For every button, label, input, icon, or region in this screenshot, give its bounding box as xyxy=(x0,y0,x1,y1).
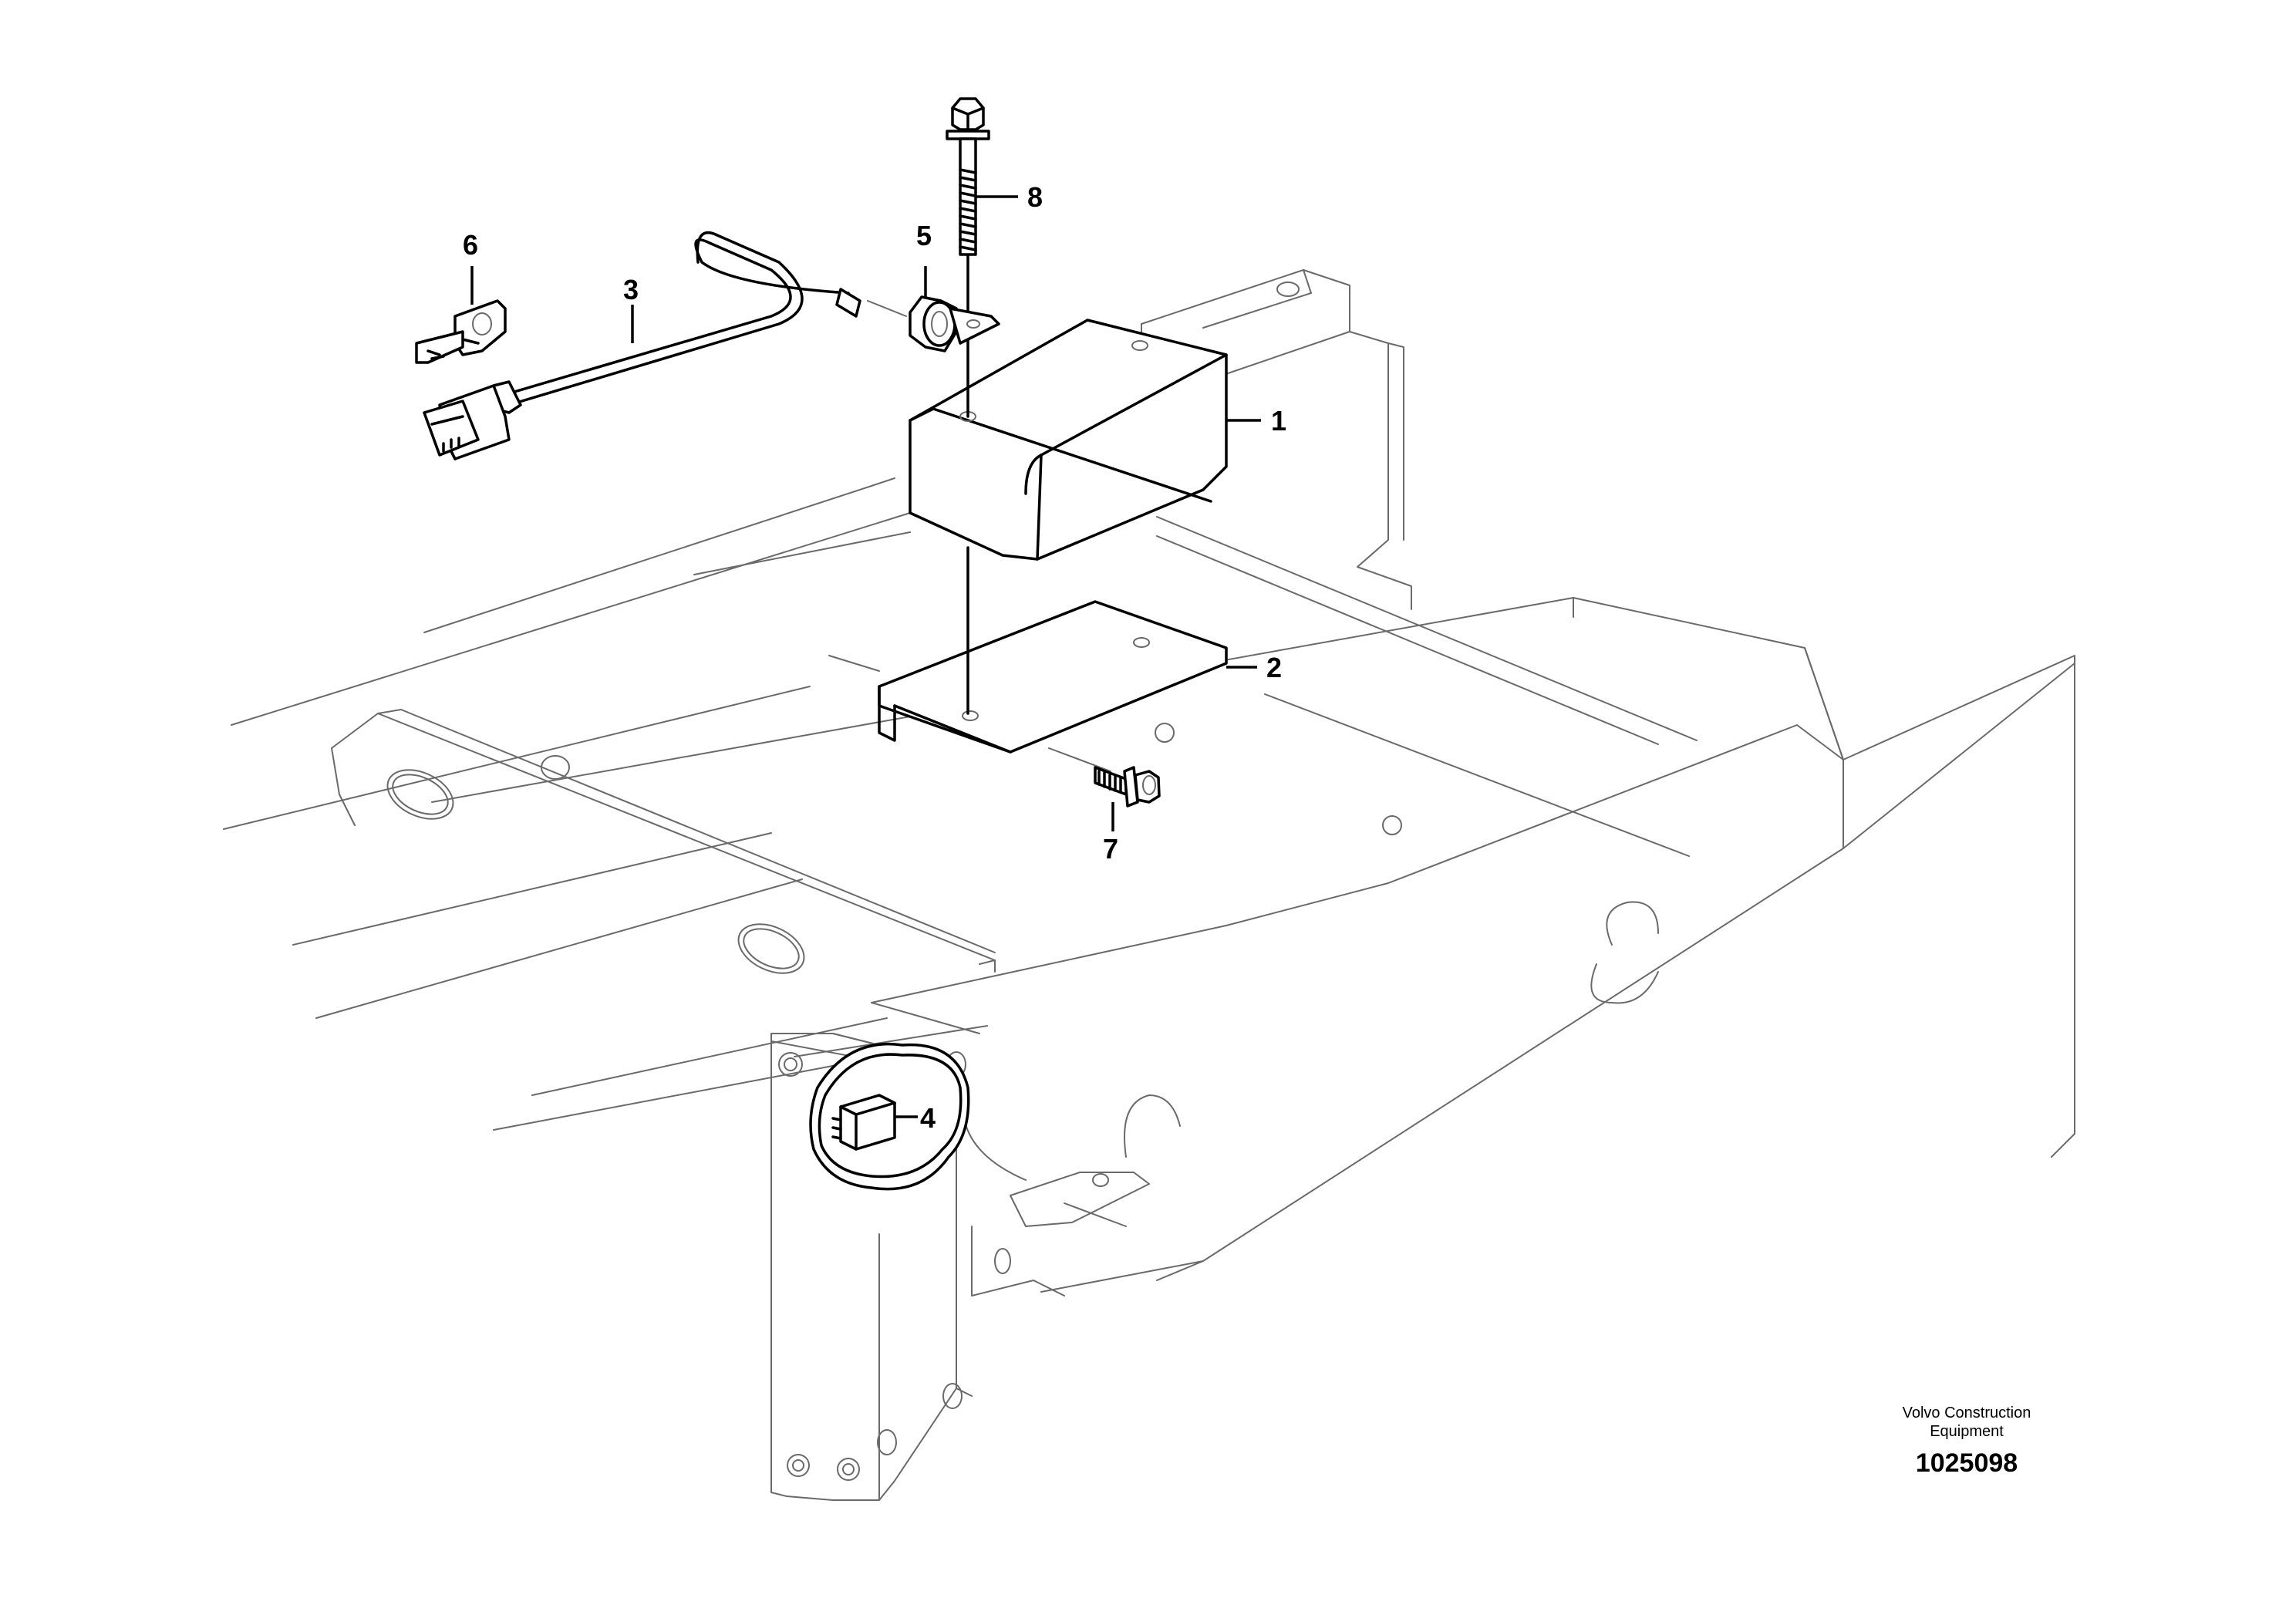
part-5-clamp xyxy=(867,295,1000,352)
machine-frame xyxy=(223,269,2075,1501)
part-2-plate xyxy=(878,600,1228,754)
callout-1: 1 xyxy=(1271,405,1286,437)
drawing-caption: Volvo Construction Equipment 1025098 xyxy=(1820,1404,2113,1479)
callout-4: 4 xyxy=(920,1102,936,1134)
part-1-box xyxy=(909,319,1228,561)
guide-line-left xyxy=(828,655,880,672)
company-name-line-2: Equipment xyxy=(1930,1423,2004,1440)
guide-line-right xyxy=(1048,747,1111,772)
callout-2: 2 xyxy=(1266,652,1282,683)
part-7-bolt xyxy=(1094,766,1161,808)
callout-8: 8 xyxy=(1027,181,1043,213)
part-6-terminal xyxy=(415,299,507,364)
callout-3: 3 xyxy=(623,274,639,305)
part-3-harness xyxy=(423,231,861,460)
company-name-line-1: Volvo Construction xyxy=(1902,1404,2031,1421)
callout-6: 6 xyxy=(463,229,478,261)
callout-7: 7 xyxy=(1103,833,1118,865)
callout-leaders xyxy=(470,195,1261,1118)
callout-5: 5 xyxy=(916,220,932,251)
part-4-relay xyxy=(809,1043,970,1191)
drawing-number: 1025098 xyxy=(1915,1448,2018,1478)
part-8-bolt xyxy=(946,97,990,256)
